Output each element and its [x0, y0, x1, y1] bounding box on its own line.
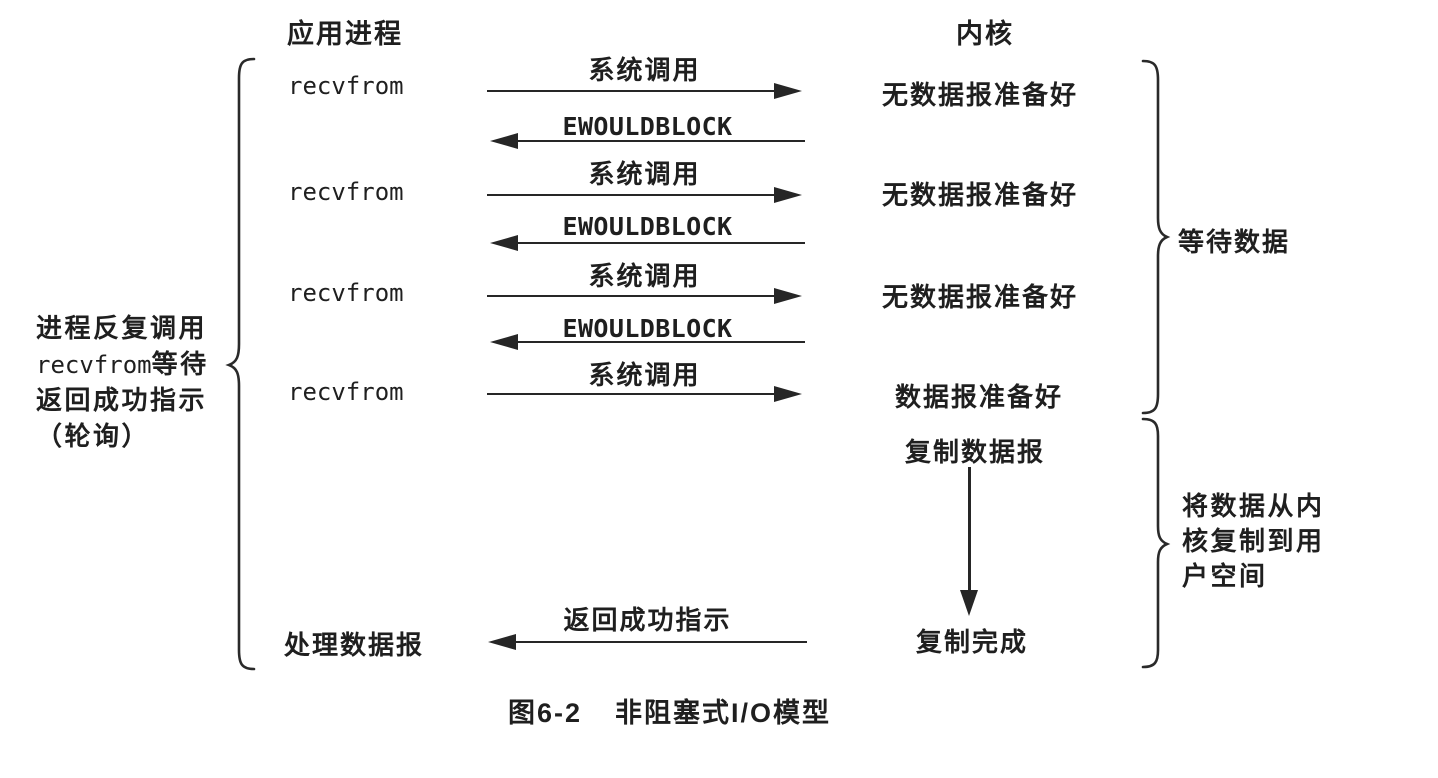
arrow-line — [968, 467, 971, 592]
arrow-head-left-icon — [490, 133, 518, 149]
process-note-line-2-rest: 等待 — [151, 348, 209, 379]
ewouldblock-arrow-2 — [490, 235, 805, 251]
copy-progress-arrow — [960, 467, 978, 616]
kernel-state-2: 无数据报准备好 — [882, 180, 1079, 210]
ewouldblock-label-3: EWOULDBLOCK — [562, 314, 733, 343]
arrow-line — [516, 242, 805, 244]
copy-datagram-label: 复制数据报 — [905, 437, 1046, 467]
syscall-arrow-2 — [487, 187, 802, 203]
syscall-label-2: 系统调用 — [588, 159, 701, 189]
syscall-label-1: 系统调用 — [588, 55, 701, 85]
ewouldblock-arrow-3 — [490, 334, 805, 350]
recvfrom-call-3: recvfrom — [288, 279, 404, 307]
copy-note-line-2: 核复制到用 — [1182, 526, 1325, 556]
copy-note-line-3: 户空间 — [1182, 561, 1268, 591]
kernel-state-4: 数据报准备好 — [895, 382, 1064, 412]
arrow-line — [487, 393, 776, 395]
return-success-label: 返回成功指示 — [563, 605, 732, 635]
caption-title: 非阻塞式I/O模型 — [615, 698, 832, 728]
arrow-head-down-icon — [960, 590, 978, 616]
process-note-line-3: 返回成功指示 — [36, 385, 208, 415]
wait-data-brace — [1141, 59, 1171, 415]
process-note: 进程反复调用 recvfrom等待 返回成功指示 （轮询） — [36, 311, 209, 454]
syscall-arrow-4 — [487, 386, 802, 402]
syscall-arrow-1 — [487, 83, 802, 99]
copy-note: 将数据从内 核复制到用 户空间 — [1182, 489, 1325, 594]
ewouldblock-arrow-1 — [490, 133, 805, 149]
recvfrom-call-4: recvfrom — [288, 378, 404, 406]
arrow-line — [487, 194, 776, 196]
process-note-recvfrom: recvfrom — [36, 350, 152, 379]
wait-data-label: 等待数据 — [1178, 227, 1291, 257]
arrow-line — [487, 295, 776, 297]
copy-data-brace — [1141, 417, 1171, 669]
process-note-line-4: （轮询） — [36, 420, 151, 451]
ewouldblock-label-1: EWOULDBLOCK — [562, 112, 733, 141]
arrow-line — [516, 140, 805, 142]
caption-number: 图6-2 — [508, 698, 583, 728]
arrow-head-right-icon — [774, 83, 802, 99]
process-note-line-1: 进程反复调用 — [36, 313, 208, 343]
recvfrom-call-1: recvfrom — [288, 72, 404, 100]
left-column-header: 应用进程 — [287, 19, 403, 49]
arrow-head-left-icon — [490, 334, 518, 350]
process-note-line-2: recvfrom等待 — [36, 347, 209, 384]
recvfrom-call-2: recvfrom — [288, 178, 404, 206]
left-brace — [225, 57, 256, 671]
kernel-state-1: 无数据报准备好 — [882, 80, 1079, 110]
syscall-label-3: 系统调用 — [588, 261, 701, 291]
copy-complete-label: 复制完成 — [916, 627, 1029, 657]
process-datagram-label: 处理数据报 — [284, 630, 425, 660]
copy-note-line-1: 将数据从内 — [1182, 491, 1325, 521]
syscall-label-4: 系统调用 — [588, 360, 701, 390]
arrow-line — [487, 90, 776, 92]
figure-caption: 图6-2 非阻塞式I/O模型 — [508, 691, 831, 730]
arrow-head-left-icon — [490, 235, 518, 251]
arrow-head-right-icon — [774, 288, 802, 304]
arrow-head-right-icon — [774, 386, 802, 402]
kernel-state-3: 无数据报准备好 — [882, 282, 1079, 312]
right-column-header: 内核 — [956, 19, 1014, 49]
arrow-head-right-icon — [774, 187, 802, 203]
ewouldblock-label-2: EWOULDBLOCK — [562, 212, 733, 241]
arrow-line — [516, 341, 805, 343]
arrow-line — [514, 641, 807, 643]
return-success-arrow — [488, 634, 807, 650]
arrow-head-left-icon — [488, 634, 516, 650]
syscall-arrow-3 — [487, 288, 802, 304]
